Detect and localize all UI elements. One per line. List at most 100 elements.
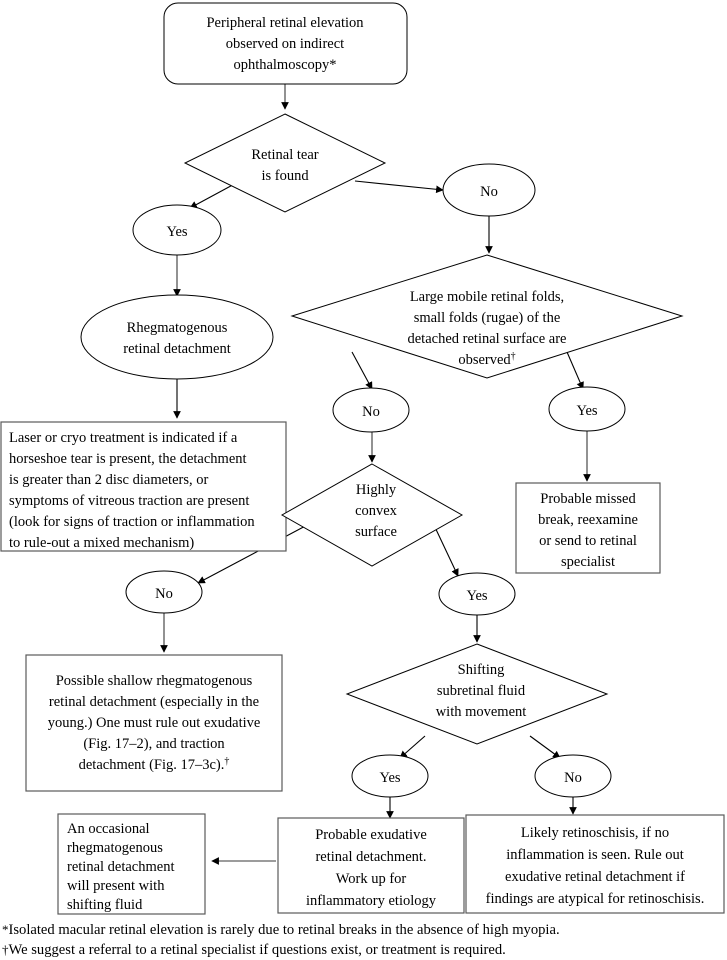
- node-laser-cryo-box[interactable]: Laser or cryo treatment is indicated if …: [0, 421, 287, 552]
- edge-shifting-to-no: [529, 735, 561, 759]
- shifting-no-label: No: [564, 770, 582, 786]
- edge-shifting-to-yes: [399, 735, 426, 759]
- occasional-rheg-line-1: An occasional: [67, 821, 150, 837]
- shifting-no-ellipse: [534, 754, 612, 798]
- node-decision-folds[interactable]: Large mobile retinal folds, small folds …: [290, 254, 684, 379]
- node-tear-no[interactable]: No: [442, 163, 536, 217]
- laser-cryo-line-2: horseshoe tear is present, the detachmen…: [9, 451, 247, 467]
- folds-line-3: detached retinal surface are: [408, 331, 567, 347]
- shifting-line-3: with movement: [436, 704, 527, 720]
- footnote-1-text: Isolated macular retinal elevation is ra…: [8, 922, 560, 938]
- edge-folds-to-no: [351, 351, 373, 390]
- node-shallow-rheg-box[interactable]: Possible shallow rhegmatogenous retinal …: [25, 654, 283, 792]
- rhegmatogenous-ellipse: [80, 294, 274, 380]
- retinoschisis-line-1: Likely retinoschisis, if no: [521, 825, 669, 841]
- tear-no-ellipse: [442, 163, 536, 217]
- footnote-2-text: We suggest a referral to a retinal speci…: [8, 942, 506, 958]
- missed-break-rect: [515, 482, 661, 574]
- shallow-rheg-line-5-text: detachment (Fig. 17–3c).: [79, 757, 225, 773]
- shallow-rheg-line-3: young.) One must rule out exudative: [48, 715, 261, 731]
- node-shifting-no[interactable]: No: [534, 754, 612, 798]
- tear-yes-ellipse: [132, 204, 222, 256]
- node-folds-yes[interactable]: Yes: [548, 386, 626, 432]
- convex-yes-label: Yes: [466, 588, 487, 604]
- footnote-2-mark: †: [2, 942, 9, 957]
- retinoschisis-line-3: exudative retinal detachment if: [505, 869, 685, 885]
- tear-no-label: No: [480, 184, 498, 200]
- edge-folds-to-yes: [566, 351, 584, 390]
- node-decision-shifting[interactable]: Shifting subretinal fluid with movement: [345, 643, 609, 745]
- convex-line-3: surface: [355, 524, 397, 540]
- occasional-rheg-line-2: rhegmatogenous: [67, 840, 163, 856]
- folds-diamond: [290, 254, 684, 379]
- missed-break-line-4: specialist: [561, 554, 615, 570]
- shallow-rheg-footnote-mark: †: [224, 756, 229, 767]
- folds-line-2: small folds (rugae) of the: [414, 310, 561, 326]
- occasional-rheg-rect: [57, 813, 206, 915]
- node-convex-no[interactable]: No: [125, 570, 203, 614]
- start-shape: [163, 2, 408, 85]
- convex-no-label: No: [155, 586, 173, 602]
- footnotes: *Isolated macular retinal elevation is r…: [2, 920, 725, 960]
- folds-no-ellipse: [332, 387, 410, 433]
- edge-convex-to-yes: [432, 522, 459, 577]
- start-line-2: observed on indirect: [226, 36, 344, 52]
- exudative-line-1: Probable exudative: [315, 827, 427, 843]
- node-decision-retinal-tear[interactable]: Retinal tear is found: [183, 113, 387, 213]
- folds-line-4-text: observed: [458, 352, 511, 368]
- retinal-tear-line-1: Retinal tear: [251, 147, 318, 163]
- laser-cryo-line-5: (look for signs of traction or inflammat…: [9, 514, 255, 530]
- shifting-line-2: subretinal fluid: [437, 683, 526, 699]
- node-retinoschisis-box[interactable]: Likely retinoschisis, if no inflammation…: [465, 814, 725, 914]
- occasional-rheg-line-4: will present with: [67, 878, 165, 894]
- missed-break-line-3: or send to retinal: [539, 533, 637, 549]
- missed-break-line-1: Probable missed: [540, 491, 636, 507]
- shallow-rheg-rect: [25, 654, 283, 792]
- shifting-yes-label: Yes: [379, 770, 400, 786]
- convex-diamond: [280, 463, 464, 567]
- footnote-1-mark: *: [2, 922, 9, 937]
- tear-yes-label: Yes: [166, 224, 187, 240]
- node-rhegmatogenous[interactable]: Rhegmatogenous retinal detachment: [80, 294, 274, 380]
- node-missed-break-box[interactable]: Probable missed break, reexamine or send…: [515, 482, 661, 574]
- edge-tear-to-no: [354, 180, 444, 194]
- convex-yes-ellipse: [438, 572, 516, 616]
- retinoschisis-rect: [465, 814, 725, 914]
- occasional-rheg-line-3: retinal detachment: [67, 859, 175, 875]
- convex-line-2: convex: [355, 503, 398, 519]
- node-shifting-yes[interactable]: Yes: [351, 754, 429, 798]
- convex-line-1: Highly: [356, 482, 397, 498]
- node-folds-no[interactable]: No: [332, 387, 410, 433]
- start-line-1: Peripheral retinal elevation: [206, 15, 364, 31]
- node-occasional-rheg-box[interactable]: An occasional rhegmatogenous retinal det…: [57, 813, 206, 915]
- retinoschisis-line-2: inflammation is seen. Rule out: [506, 847, 684, 863]
- node-tear-yes[interactable]: Yes: [132, 204, 222, 256]
- folds-line-4: observed†: [458, 351, 515, 369]
- exudative-line-3: Work up for: [336, 871, 407, 887]
- shifting-line-1: Shifting: [458, 662, 505, 678]
- retinal-tear-diamond: [183, 113, 387, 213]
- retinal-tear-line-2: is found: [261, 168, 309, 184]
- shifting-yes-ellipse: [351, 754, 429, 798]
- missed-break-line-2: break, reexamine: [538, 512, 638, 528]
- convex-no-ellipse: [125, 570, 203, 614]
- folds-no-label: No: [362, 404, 380, 420]
- shallow-rheg-line-2: retinal detachment (especially in the: [49, 694, 259, 710]
- node-convex-yes[interactable]: Yes: [438, 572, 516, 616]
- node-exudative-box[interactable]: Probable exudative retinal detachment. W…: [277, 817, 465, 914]
- laser-cryo-line-4: symptoms of vitreous traction are presen…: [9, 493, 249, 509]
- footnote-2: †We suggest a referral to a retinal spec…: [2, 940, 725, 960]
- node-start[interactable]: Peripheral retinal elevation observed on…: [163, 2, 408, 85]
- folds-line-1: Large mobile retinal folds,: [410, 289, 564, 305]
- shallow-rheg-line-5: detachment (Fig. 17–3c).†: [79, 756, 230, 774]
- exudative-line-4: inflammatory etiology: [306, 893, 437, 909]
- node-decision-convex[interactable]: Highly convex surface: [280, 463, 464, 567]
- retinoschisis-line-4: findings are atypical for retinoschisis.: [486, 891, 705, 907]
- laser-cryo-line-6: to rule-out a mixed mechanism): [9, 535, 194, 551]
- folds-footnote-mark: †: [511, 351, 516, 362]
- shallow-rheg-line-4: (Fig. 17–2), and traction: [83, 736, 225, 752]
- flowchart-canvas: Peripheral retinal elevation observed on…: [0, 2, 725, 915]
- exudative-line-2: retinal detachment.: [315, 849, 426, 865]
- shifting-diamond: [345, 643, 609, 745]
- exudative-rect: [277, 817, 465, 914]
